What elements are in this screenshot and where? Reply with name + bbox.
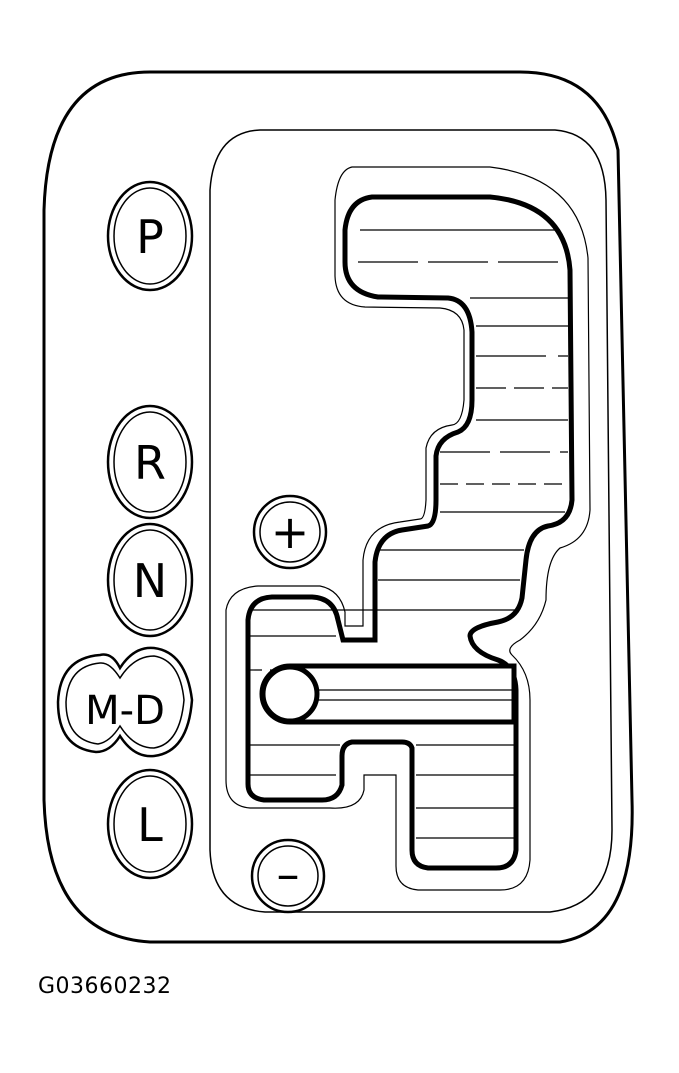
figure-id-caption: G03660232 (38, 974, 172, 999)
gear-label-n: N (133, 554, 167, 608)
gear-badge-n: N (106, 522, 194, 638)
gear-label-m-d: M-D (85, 688, 165, 734)
gear-badge-m-d: M-D (56, 646, 194, 758)
gear-badge-p: P (106, 180, 194, 292)
gear-label-r: R (134, 436, 166, 490)
downshift-symbol: – (277, 847, 300, 901)
inner-panel (209, 129, 613, 913)
outer-bezel (42, 70, 634, 944)
shift-lever-knob (260, 664, 320, 724)
upshift-badge: + (252, 494, 328, 570)
gate-hatching (250, 229, 568, 839)
upshift-symbol: + (271, 505, 310, 559)
gear-badge-l: L (106, 768, 194, 880)
gear-label-l: L (137, 798, 163, 852)
gate-slot (245, 194, 575, 871)
downshift-badge: – (250, 838, 326, 914)
gear-badge-r: R (106, 404, 194, 520)
gear-label-p: P (136, 210, 164, 264)
gate-outline-halo (225, 166, 591, 891)
